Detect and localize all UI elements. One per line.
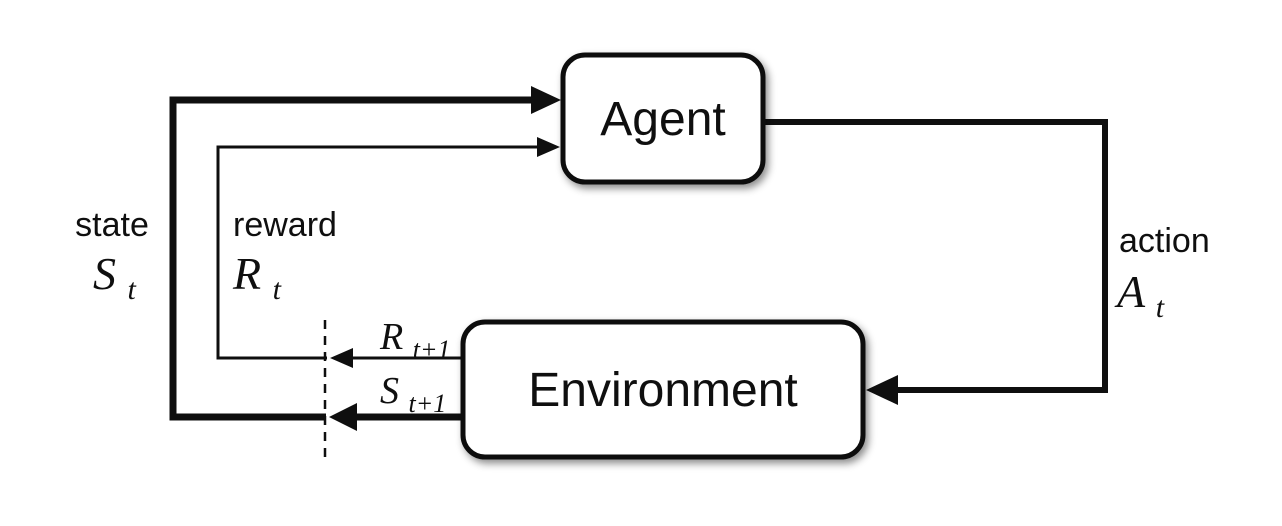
reward-flow-line [216,145,539,360]
agent-box-label: Agent [600,93,725,146]
action-arrowhead-icon [866,375,898,405]
state-flow-line [169,96,533,421]
reward-arrowhead-icon [537,137,560,157]
environment-box [460,319,866,460]
next-state-symbol-base: S [380,370,399,412]
state-symbol-base: S [93,248,116,299]
next-state-arrowhead-icon [329,403,357,431]
reward-symbol: R t [232,248,282,306]
action-word-label: action [1119,222,1210,260]
reward-symbol-subscript: t [273,273,282,306]
state-symbol-subscript: t [128,273,137,306]
reward-symbol-base: R [232,248,261,299]
agent-box [560,52,766,185]
action-symbol: A t [1114,266,1165,324]
state-word-label: state [75,206,149,244]
action-symbol-subscript: t [1156,291,1165,324]
action-flow-line [763,119,1108,393]
next-reward-arrowhead-icon [330,348,353,368]
next-state-symbol: S t+1 [380,370,446,418]
state-symbol: S t [93,248,137,306]
next-reward-symbol-base: R [379,316,403,358]
reward-word-label: reward [233,206,337,244]
environment-box-label: Environment [528,364,797,417]
next-state-symbol-subscript: t+1 [409,389,447,418]
next-reward-symbol: R t+1 [379,316,451,364]
state-arrowhead-icon [531,86,561,114]
next-reward-symbol-subscript: t+1 [413,335,451,364]
action-symbol-base: A [1114,266,1146,317]
